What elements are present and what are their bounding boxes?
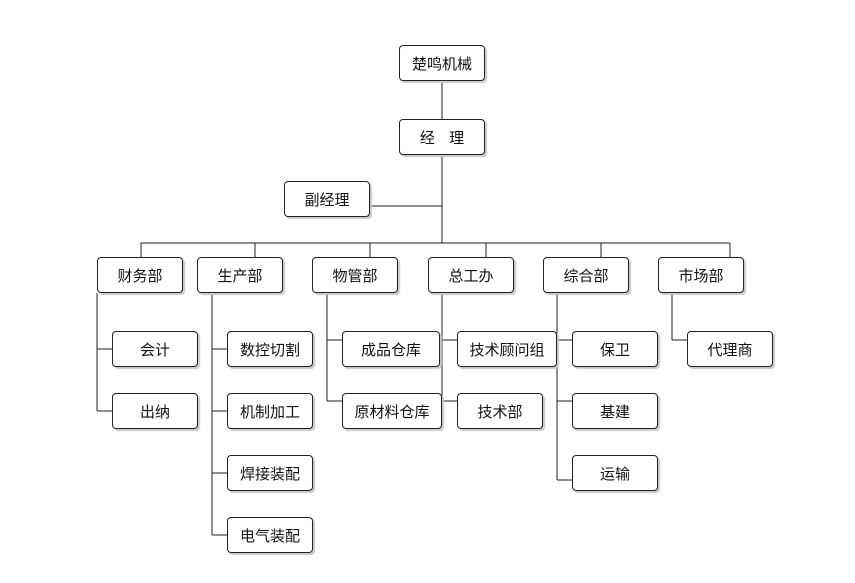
node-raw-warehouse-label: 原材料仓库 — [354, 402, 430, 421]
node-company-label: 楚鸣机械 — [411, 54, 472, 73]
node-construction: 基建 — [572, 393, 658, 429]
node-machining: 机制加工 — [227, 393, 313, 429]
node-agents: 代理商 — [687, 331, 773, 367]
node-dept-general: 综合部 — [543, 257, 629, 293]
node-electrical-label: 电气装配 — [239, 526, 300, 545]
node-tech-advisors: 技术顾问组 — [457, 331, 557, 367]
node-security-label: 保卫 — [599, 340, 630, 359]
node-dept-general-label: 综合部 — [563, 266, 609, 285]
node-security: 保卫 — [572, 331, 658, 367]
node-dept-production-label: 生产部 — [217, 266, 263, 285]
node-dept-marketing-label: 市场部 — [678, 266, 724, 285]
node-manager-label: 经 理 — [419, 128, 465, 147]
node-cnc-cutting-label: 数控切割 — [239, 340, 300, 359]
node-dept-production: 生产部 — [197, 257, 283, 293]
node-dept-engineering-label: 总工办 — [448, 266, 494, 285]
node-cashier: 出纳 — [112, 393, 198, 429]
node-transport-label: 运输 — [599, 464, 630, 483]
node-dept-finance: 财务部 — [97, 257, 183, 293]
node-dept-marketing: 市场部 — [658, 257, 744, 293]
node-tech-dept-label: 技术部 — [477, 402, 523, 421]
node-accounting-label: 会计 — [139, 340, 170, 359]
node-dept-finance-label: 财务部 — [117, 266, 163, 285]
node-construction-label: 基建 — [599, 402, 630, 421]
node-deputy: 副经理 — [284, 181, 370, 217]
node-accounting: 会计 — [112, 331, 198, 367]
node-tech-advisors-label: 技术顾问组 — [469, 340, 545, 359]
node-dept-engineering: 总工办 — [428, 257, 514, 293]
node-raw-warehouse: 原材料仓库 — [342, 393, 442, 429]
node-transport: 运输 — [572, 455, 658, 491]
node-cashier-label: 出纳 — [139, 402, 170, 421]
node-agents-label: 代理商 — [707, 340, 753, 359]
node-cnc-cutting: 数控切割 — [227, 331, 313, 367]
node-dept-materials-label: 物管部 — [332, 266, 378, 285]
node-finished-warehouse-label: 成品仓库 — [360, 340, 421, 359]
node-machining-label: 机制加工 — [239, 402, 300, 421]
node-tech-dept: 技术部 — [457, 393, 543, 429]
node-dept-materials: 物管部 — [312, 257, 398, 293]
node-finished-warehouse: 成品仓库 — [342, 331, 440, 367]
node-manager: 经 理 — [399, 119, 485, 155]
node-electrical: 电气装配 — [227, 517, 313, 553]
node-deputy-label: 副经理 — [304, 190, 350, 209]
node-welding: 焊接装配 — [227, 455, 313, 491]
node-company: 楚鸣机械 — [399, 45, 485, 81]
node-welding-label: 焊接装配 — [239, 464, 300, 483]
